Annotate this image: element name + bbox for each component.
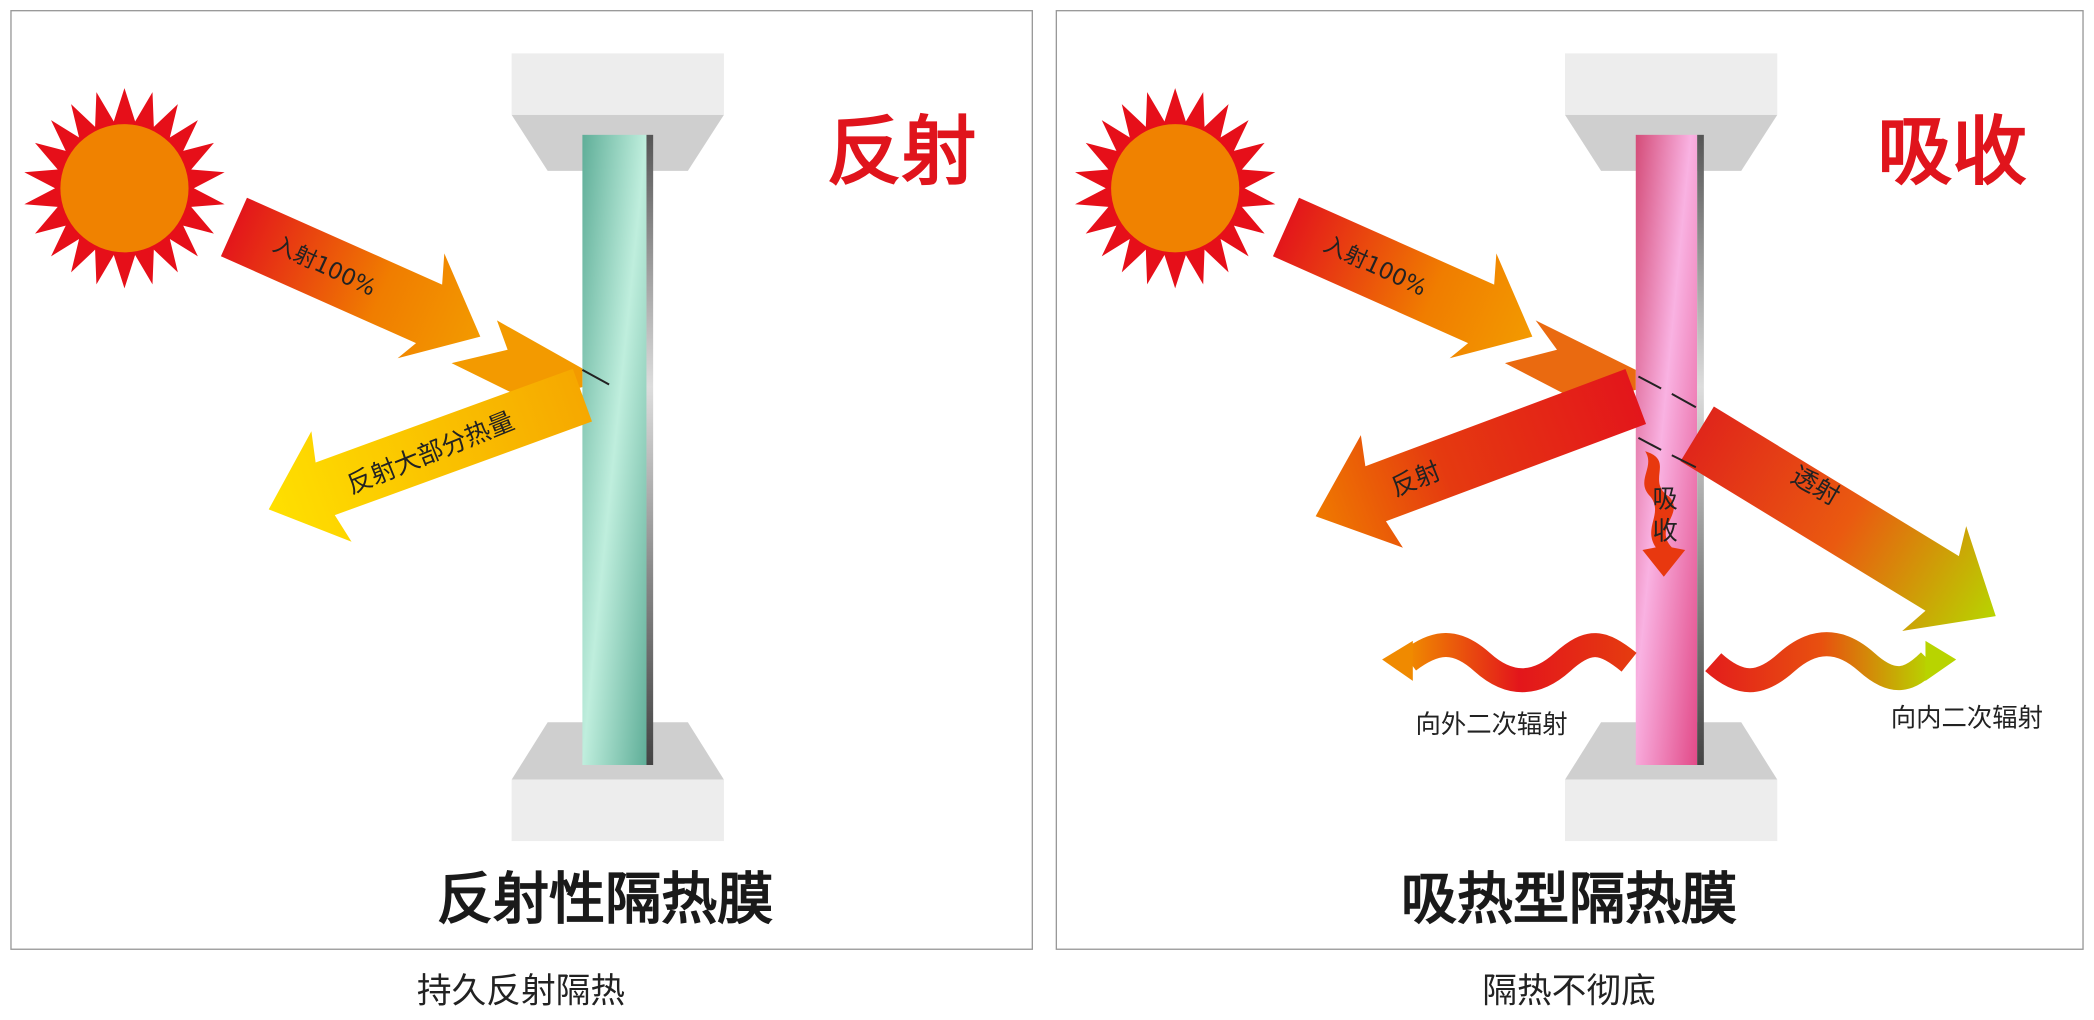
dashed-ray-marks (1637, 375, 1697, 469)
outward-radiation-label: 向外二次辐射 (1415, 709, 1567, 739)
inward-radiation-label: 向内二次辐射 (1891, 702, 2043, 732)
absorb-label-2: 收 (1652, 515, 1677, 545)
absorption-heading: 吸收 (1877, 109, 2027, 196)
absorptive-caption: 隔热不彻底 (1482, 972, 1656, 1012)
incident-arrow (1272, 197, 1533, 359)
glass-edge (646, 134, 654, 766)
normal-mark (581, 368, 610, 386)
absorptive-film-title: 吸热型隔热膜 (1401, 868, 1737, 933)
reflected-arrow (1315, 369, 1647, 548)
absorptive-glass (1635, 134, 1698, 766)
reflective-film-title: 反射性隔热膜 (437, 868, 773, 933)
inward-radiation-wave (1705, 632, 1957, 693)
outward-radiation-wave (1382, 633, 1637, 693)
transmitted-arrow (1680, 406, 1996, 632)
reflective-glass (582, 134, 647, 766)
reflective-film-panel: 反射 入射100% 反射大部分热量 反射性隔热膜 持久反射隔热 (10, 10, 1033, 1012)
reflection-heading: 反射 (827, 109, 977, 196)
window-frame (511, 53, 724, 842)
absorb-label-1: 吸 (1652, 483, 1677, 513)
absorption-flame-icon (1642, 451, 1686, 577)
incident-arrow (220, 197, 481, 359)
reflected-arrow (268, 368, 592, 542)
reflective-caption: 持久反射隔热 (417, 972, 625, 1012)
absorptive-film-panel: 吸 收 吸收 入射100% 反射 透射 向外二次辐射 向内二次辐射 吸热型隔热膜… (1055, 10, 2084, 1012)
